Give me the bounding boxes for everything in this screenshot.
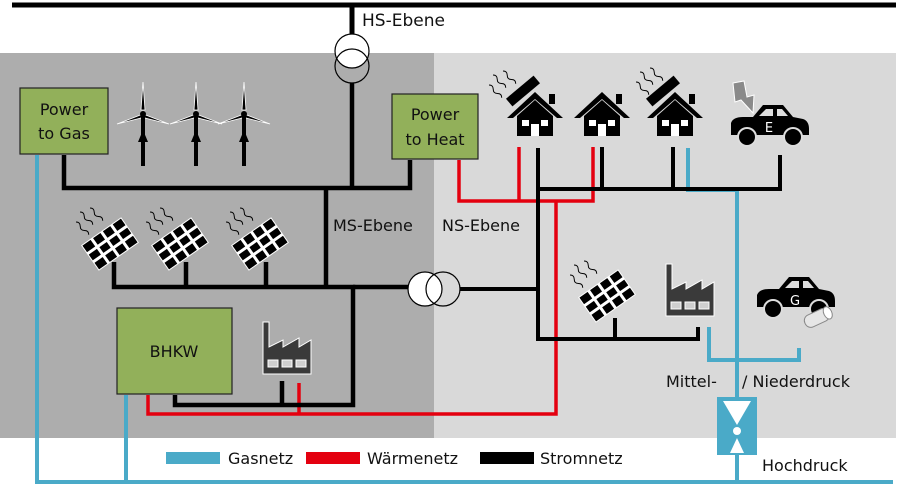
gas-car-icon: G [756,276,836,328]
gas-car-letter: G [790,294,800,309]
power-to-gas-line2: to Gas [38,124,90,143]
power-to-heat-line1: Power [411,105,460,124]
legend-label-power: Stromnetz [540,449,623,468]
legend-label-gas: Gasnetz [228,449,293,468]
house-with-solar-icon [487,69,563,136]
house-with-solar-icon [634,66,703,136]
power-network-lines-ns [460,147,782,341]
pressure-label-mid: Mittel- [666,372,717,391]
electric-car-icon: E [730,80,810,147]
legend-swatch-power [480,452,534,464]
hs-level-label: HS-Ebene [362,11,445,31]
hs-ms-transformer-icon [334,33,370,84]
power-to-heat-box: Power to Heat [391,93,479,160]
power-to-gas-box: Power to Gas [19,87,109,155]
ev-letter: E [765,121,773,136]
ns-level-label: NS-Ebene [442,216,520,235]
heat-network-lines [146,147,595,416]
bhkw-box: BHKW [116,307,233,395]
power-to-heat-line2: to Heat [405,130,464,149]
gas-pressure-regulator-icon [717,397,757,455]
legend: Gasnetz Wärmenetz Stromnetz [166,449,623,468]
power-network-lines-ms [61,83,413,408]
legend-swatch-heat [306,452,360,464]
pressure-label-high: Hochdruck [762,456,848,475]
ms-level-label: MS-Ebene [333,216,413,235]
pressure-label-low: / Niederdruck [742,372,851,391]
bhkw-label: BHKW [150,342,199,361]
legend-label-heat: Wärmenetz [367,449,458,468]
legend-swatch-gas [166,452,220,464]
power-to-gas-line1: Power [40,100,89,119]
